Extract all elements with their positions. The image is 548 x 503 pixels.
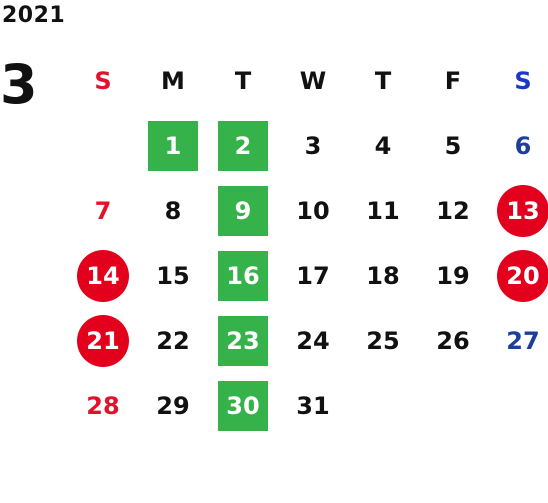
day-cell-empty xyxy=(488,373,548,438)
day-number: 27 xyxy=(506,326,540,355)
day-number: 11 xyxy=(366,196,400,225)
day-number: 25 xyxy=(366,326,400,355)
day-number: 14 xyxy=(77,249,129,302)
day-number: 8 xyxy=(164,196,182,225)
day-number: 16 xyxy=(218,250,268,301)
month-number: 3 xyxy=(0,53,38,116)
day-cell: 24 xyxy=(278,308,348,373)
day-cell-empty xyxy=(418,373,488,438)
day-number: 26 xyxy=(436,326,470,355)
weekday-header-wed: W xyxy=(299,66,327,95)
day-cell: 22 xyxy=(138,308,208,373)
day-number: 23 xyxy=(218,315,268,366)
day-number: 28 xyxy=(86,391,120,420)
weekday-header-thu: T xyxy=(374,66,392,95)
day-cell: 13 xyxy=(488,178,548,243)
day-number: 5 xyxy=(444,131,462,160)
day-number: 29 xyxy=(156,391,190,420)
day-cell: 6 xyxy=(488,113,548,178)
day-cell: 2 xyxy=(208,113,278,178)
day-number: 31 xyxy=(296,391,330,420)
day-cell: 30 xyxy=(208,373,278,438)
day-cell: 10 xyxy=(278,178,348,243)
day-number: 15 xyxy=(156,261,190,290)
day-cell: 21 xyxy=(68,308,138,373)
day-number: 4 xyxy=(374,131,392,160)
day-number: 12 xyxy=(436,196,470,225)
day-cell: 15 xyxy=(138,243,208,308)
calendar-grid: S M T W T F S 1 2 3 4 5 6 7 8 9 10 11 12… xyxy=(68,48,548,438)
day-cell-empty xyxy=(348,373,418,438)
day-cell: 3 xyxy=(278,113,348,178)
day-number: 18 xyxy=(366,261,400,290)
day-cell: 23 xyxy=(208,308,278,373)
day-number: 30 xyxy=(218,380,268,431)
weekday-header-mon: M xyxy=(161,66,185,95)
day-number: 22 xyxy=(156,326,190,355)
day-cell: 4 xyxy=(348,113,418,178)
day-cell: 26 xyxy=(418,308,488,373)
day-number: 20 xyxy=(497,249,548,302)
day-number: 19 xyxy=(436,261,470,290)
weekday-header-tue: T xyxy=(234,66,252,95)
day-cell: 9 xyxy=(208,178,278,243)
day-cell: 11 xyxy=(348,178,418,243)
day-cell: 27 xyxy=(488,308,548,373)
day-number: 3 xyxy=(304,131,322,160)
day-number: 17 xyxy=(296,261,330,290)
day-cell-empty xyxy=(68,113,138,178)
day-cell: 20 xyxy=(488,243,548,308)
day-cell: 1 xyxy=(138,113,208,178)
day-number: 1 xyxy=(148,120,198,171)
day-number: 2 xyxy=(218,120,268,171)
weekday-header-sun: S xyxy=(94,66,112,95)
day-cell: 18 xyxy=(348,243,418,308)
day-cell: 16 xyxy=(208,243,278,308)
weekday-header-sat: S xyxy=(514,66,532,95)
day-number: 6 xyxy=(514,131,532,160)
day-number: 21 xyxy=(77,314,129,367)
day-cell: 19 xyxy=(418,243,488,308)
day-cell: 31 xyxy=(278,373,348,438)
day-cell: 7 xyxy=(68,178,138,243)
weekday-header-fri: F xyxy=(444,66,462,95)
day-cell: 25 xyxy=(348,308,418,373)
day-cell: 17 xyxy=(278,243,348,308)
day-number: 7 xyxy=(94,196,112,225)
day-cell: 8 xyxy=(138,178,208,243)
day-number: 13 xyxy=(497,184,548,237)
day-cell: 29 xyxy=(138,373,208,438)
day-cell: 28 xyxy=(68,373,138,438)
day-cell: 5 xyxy=(418,113,488,178)
day-number: 10 xyxy=(296,196,330,225)
day-number: 24 xyxy=(296,326,330,355)
day-cell: 12 xyxy=(418,178,488,243)
year-label: 2021 xyxy=(2,3,66,28)
day-cell: 14 xyxy=(68,243,138,308)
day-number: 9 xyxy=(218,185,268,236)
